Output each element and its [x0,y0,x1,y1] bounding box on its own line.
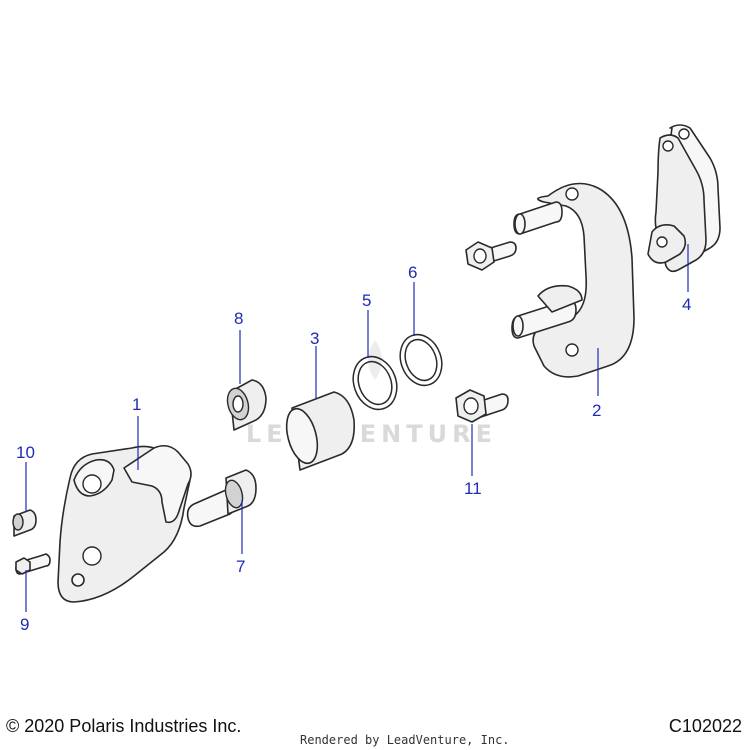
callout-3: 3 [310,329,319,348]
callout-labels: 1 2 3 4 5 6 7 8 9 10 11 [16,263,691,634]
callout-4: 4 [682,295,691,314]
callout-1: 1 [132,395,141,414]
upper-bolt[interactable] [465,241,517,271]
part-7-slide-pin[interactable] [186,469,257,528]
part-6-seal-ring[interactable] [393,329,448,392]
diagram-code: C102022 [668,716,742,736]
part-5-seal-ring[interactable] [346,350,404,415]
leader-lines [25,244,689,612]
callout-7: 7 [236,557,245,576]
watermark-text: LEADVENTURE [246,420,497,448]
part-11-bolt[interactable] [455,389,509,423]
part-9-bleeder-screw[interactable] [15,553,51,575]
callout-8: 8 [234,309,243,328]
part-1-caliper-body[interactable] [57,444,192,603]
callout-9: 9 [20,615,29,634]
callout-2: 2 [592,401,601,420]
part-8-boot[interactable] [224,379,267,431]
part-10-bleeder-cap[interactable] [12,509,37,537]
callout-11: 11 [464,479,482,498]
part-4-brake-pads[interactable] [647,124,721,273]
callout-10: 10 [16,443,35,462]
callout-6: 6 [408,263,417,282]
part-2-caliper-bracket[interactable] [511,182,635,378]
callout-5: 5 [362,291,371,310]
rendered-by-text: Rendered by LeadVenture, Inc. [300,733,510,747]
part-3-piston[interactable] [281,391,356,471]
copyright-text: © 2020 Polaris Industries Inc. [6,716,242,736]
